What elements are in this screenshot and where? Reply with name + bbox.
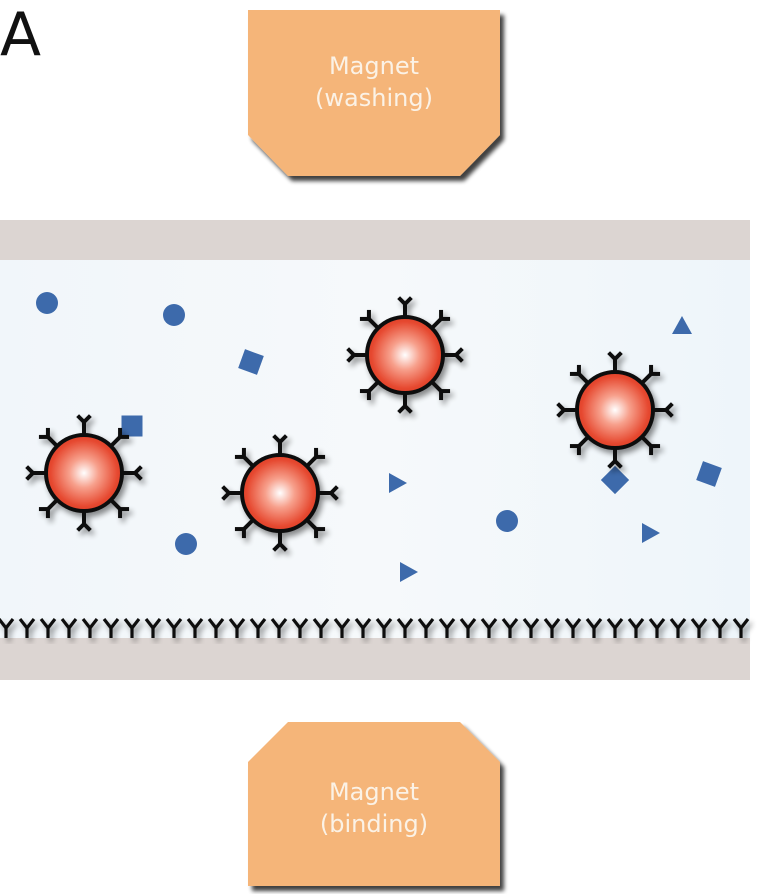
target-square-icon <box>696 461 722 487</box>
target-triangle-right-icon <box>642 523 660 543</box>
magnetic-beads <box>25 296 674 552</box>
surface-antibody-icon <box>333 618 351 638</box>
channel-top-wall <box>0 220 750 260</box>
surface-antibody-icon <box>291 618 309 638</box>
surface-antibody-icon <box>18 618 36 638</box>
surface-antibody-icon <box>480 618 498 638</box>
surface-antibody-icon <box>564 618 582 638</box>
surface-antibody-icon <box>627 618 645 638</box>
surface-antibody-icon <box>0 618 15 638</box>
surface-antibody-icon <box>249 618 267 638</box>
surface-antibody-icon <box>522 618 540 638</box>
surface-antibody-icon <box>186 618 204 638</box>
surface-antibody-icon <box>312 618 330 638</box>
surface-antibody-icon <box>375 618 393 638</box>
surface-antibody-layer <box>0 618 750 638</box>
surface-antibody-icon <box>732 618 750 638</box>
target-circle-icon <box>496 510 518 532</box>
target-triangle-right-icon <box>389 473 407 493</box>
surface-antibody-icon <box>165 618 183 638</box>
target-circle-icon <box>163 304 185 326</box>
panel-label: A <box>0 0 42 70</box>
magnet-washing-title: Magnet <box>328 52 420 80</box>
surface-antibody-icon <box>501 618 519 638</box>
surface-antibody-icon <box>690 618 708 638</box>
magnet-washing <box>248 10 500 176</box>
surface-antibody-icon <box>669 618 687 638</box>
surface-antibody-icon <box>144 618 162 638</box>
surface-antibody-icon <box>438 618 456 638</box>
surface-antibody-icon <box>123 618 141 638</box>
surface-antibody-icon <box>606 618 624 638</box>
magnet-binding-mode: (binding) <box>319 810 429 838</box>
surface-antibody-icon <box>60 618 78 638</box>
target-triangle-up-icon <box>672 316 692 334</box>
surface-antibody-icon <box>648 618 666 638</box>
magnet-binding <box>248 722 500 886</box>
magnet-washing-mode: (washing) <box>315 84 433 112</box>
surface-antibody-icon <box>417 618 435 638</box>
surface-antibody-icon <box>270 618 288 638</box>
surface-antibody-icon <box>39 618 57 638</box>
surface-antibody-icon <box>228 618 246 638</box>
magnet-binding-label: Magnet (binding) <box>248 776 500 840</box>
magnet-binding-title: Magnet <box>328 778 420 806</box>
surface-antibody-icon <box>207 618 225 638</box>
magnet-washing-label: Magnet (washing) <box>248 50 500 114</box>
magnetic-bead-icon <box>346 296 464 414</box>
target-circle-icon <box>175 533 197 555</box>
target-square-icon <box>121 415 143 437</box>
surface-antibody-icon <box>81 618 99 638</box>
surface-antibody-icon <box>459 618 477 638</box>
magnetic-bead-icon <box>556 351 674 469</box>
channel-bottom-wall <box>0 638 750 680</box>
surface-antibody-icon <box>396 618 414 638</box>
magnetic-bead-icon <box>25 414 143 532</box>
target-square-icon <box>238 349 264 375</box>
surface-antibody-icon <box>585 618 603 638</box>
surface-antibody-icon <box>543 618 561 638</box>
magnetic-bead-icon <box>221 434 339 552</box>
target-analytes <box>36 292 722 582</box>
target-triangle-right-icon <box>400 562 418 582</box>
surface-antibody-icon <box>354 618 372 638</box>
target-square-icon <box>600 465 630 495</box>
surface-antibody-icon <box>102 618 120 638</box>
target-circle-icon <box>36 292 58 314</box>
surface-antibody-icon <box>711 618 729 638</box>
